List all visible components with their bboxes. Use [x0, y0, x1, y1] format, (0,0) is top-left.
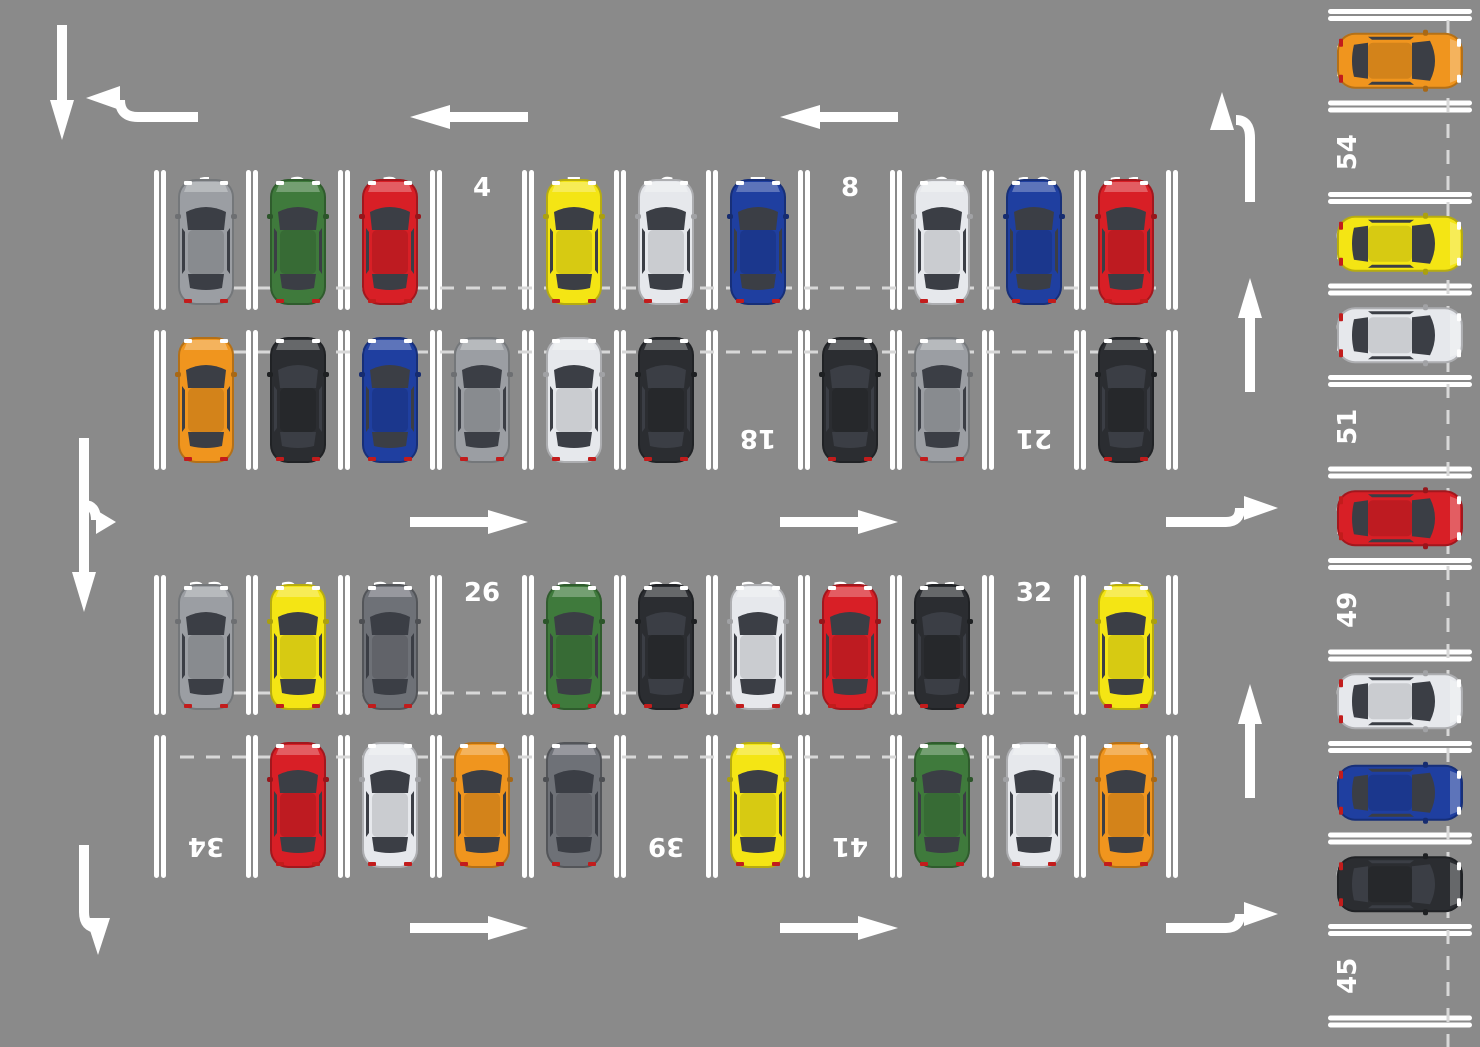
arrow-left-top-1	[410, 105, 528, 129]
car-blue	[727, 179, 789, 305]
car-red	[267, 742, 329, 868]
arrow-turn-top-left	[86, 86, 198, 122]
car-yellow	[267, 584, 329, 710]
car-orange	[1337, 29, 1463, 92]
car-red	[1337, 487, 1463, 550]
car-gray	[911, 337, 973, 463]
stall-number: 32	[1016, 578, 1052, 608]
car-orange	[175, 337, 237, 463]
stall-number: 54	[1333, 134, 1363, 170]
car-black	[911, 584, 973, 710]
arrow-left-top-2	[780, 105, 898, 129]
car-orange	[1095, 742, 1157, 868]
arrow-down-mid-left-stem	[72, 500, 96, 612]
car-orange	[451, 742, 513, 868]
car-yellow	[1095, 584, 1157, 710]
car-darkgray	[359, 584, 421, 710]
car-white	[1337, 304, 1463, 367]
stall-number: 8	[841, 173, 859, 203]
arrow-down-top-left	[50, 25, 74, 140]
car-black	[1095, 337, 1157, 463]
car-black	[635, 584, 697, 710]
car-red	[819, 584, 881, 710]
stall-number: 39	[648, 831, 684, 861]
stall-number: 45	[1333, 958, 1363, 994]
car-white	[635, 179, 697, 305]
car-black	[635, 337, 697, 463]
arrow-right-bottom-2	[780, 916, 898, 940]
car-blue	[359, 337, 421, 463]
car-white	[727, 584, 789, 710]
parking-stalls: 1234567891011121314151617181920212223242…	[175, 29, 1463, 994]
car-yellow	[543, 179, 605, 305]
arrow-up-right-2	[1238, 684, 1262, 798]
car-yellow	[1337, 212, 1463, 275]
stall-number: 26	[464, 578, 500, 608]
car-red	[1095, 179, 1157, 305]
stall-number: 51	[1333, 409, 1363, 445]
arrow-down-bottom-left	[79, 845, 110, 955]
car-black	[819, 337, 881, 463]
arrow-right-mid-1	[410, 510, 528, 534]
arrow-right-mid-2	[780, 510, 898, 534]
car-blue	[1003, 179, 1065, 305]
car-gray	[451, 337, 513, 463]
stall-number: 41	[832, 831, 868, 861]
arrow-turn-mid-right	[1166, 496, 1278, 527]
stall-number: 18	[740, 423, 776, 453]
car-green	[267, 179, 329, 305]
car-red	[359, 179, 421, 305]
arrow-right-bottom-1	[410, 916, 528, 940]
car-white	[1337, 670, 1463, 733]
car-white	[911, 179, 973, 305]
car-green	[911, 742, 973, 868]
arrow-up-right-1	[1238, 278, 1262, 392]
car-gray	[175, 179, 237, 305]
car-black	[267, 337, 329, 463]
lane-markings	[154, 9, 1472, 1047]
stall-number: 21	[1016, 423, 1052, 453]
car-white	[359, 742, 421, 868]
car-green	[543, 584, 605, 710]
arrow-turn-top-right	[1210, 92, 1255, 202]
car-white	[1003, 742, 1065, 868]
car-gray	[175, 584, 237, 710]
car-white	[543, 337, 605, 463]
car-black	[1337, 853, 1463, 916]
stall-number: 34	[188, 831, 224, 861]
car-blue	[1337, 761, 1463, 824]
direction-arrows	[50, 25, 1278, 955]
car-darkgray	[543, 742, 605, 868]
stall-number: 4	[473, 173, 491, 203]
stall-number: 49	[1333, 592, 1363, 628]
car-yellow	[727, 742, 789, 868]
arrow-turn-bottom-right	[1166, 902, 1278, 933]
